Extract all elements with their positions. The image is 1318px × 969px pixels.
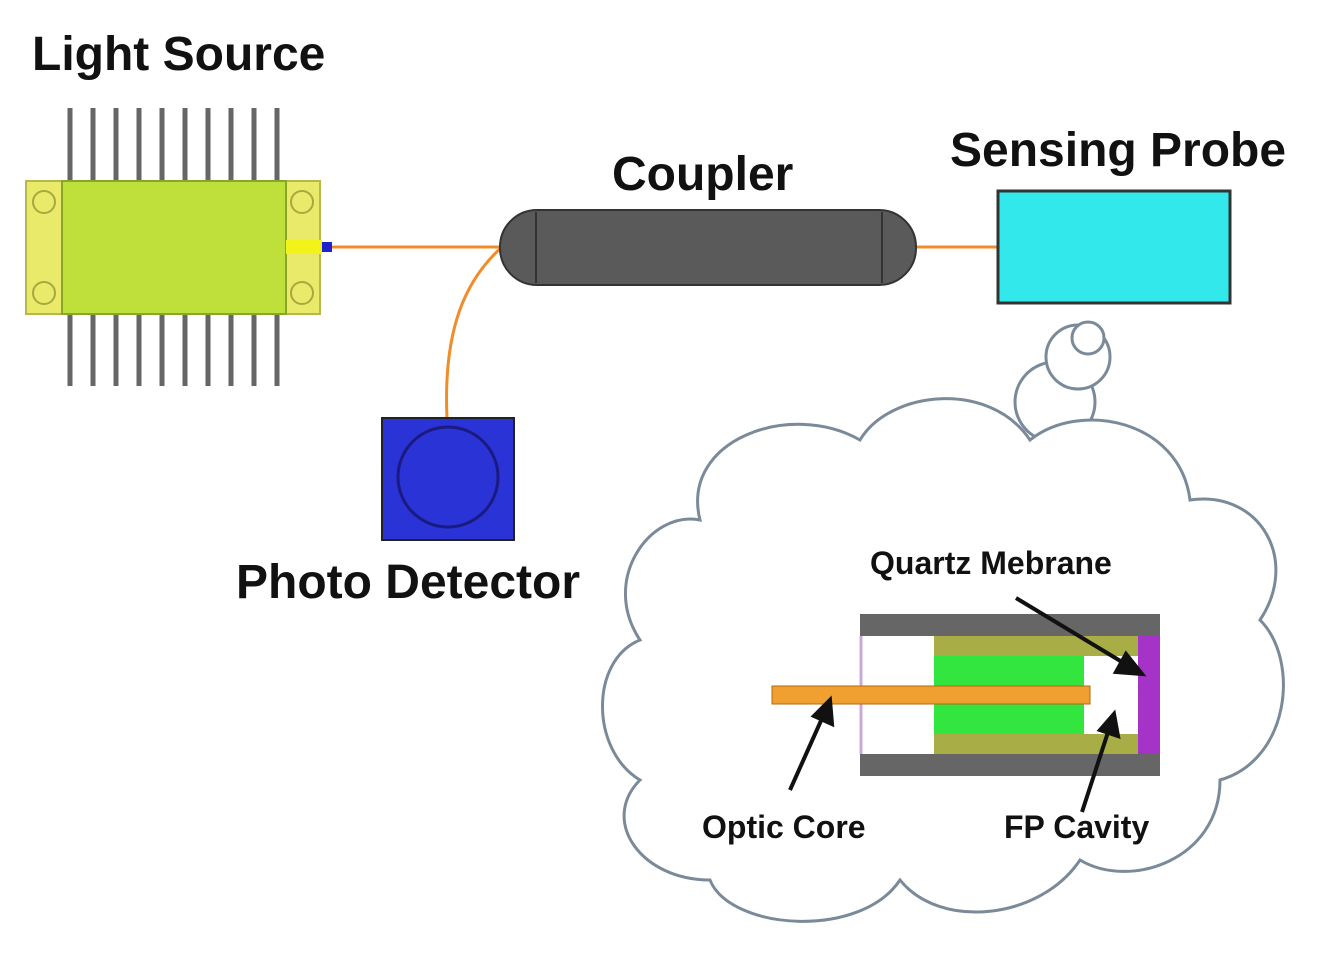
arrow-fp-cavity [1080, 725, 1112, 813]
sensor-cross-section [760, 598, 1168, 784]
photo-detector-body [381, 417, 515, 541]
green-fill-bottom [934, 704, 1084, 734]
mount-hole-icon [290, 190, 314, 214]
quartz-membrane [1138, 636, 1160, 754]
label-fp-cavity: FP Cavity [1004, 809, 1149, 845]
label-photo-detector: Photo Detector [236, 556, 580, 609]
label-light-source: Light Source [32, 28, 325, 81]
light-source-port [286, 240, 322, 254]
light-source-port-tip [322, 242, 332, 252]
fiber-coupler-to-detector [445, 245, 503, 419]
arrow-quartz-membrane [1014, 596, 1134, 670]
label-sensing-probe: Sensing Probe [950, 124, 1286, 177]
label-quartz-membrane: Quartz Mebrane [870, 545, 1112, 581]
light-source-pins-bottom [67, 314, 280, 386]
green-fill-top [934, 656, 1084, 686]
label-optic-core: Optic Core [702, 809, 866, 845]
mount-hole-icon [290, 281, 314, 305]
housing-top [860, 614, 1160, 636]
coupler-body [499, 209, 917, 286]
light-source-body [61, 180, 287, 315]
optic-core [771, 685, 1091, 705]
mount-hole-icon [32, 281, 56, 305]
mount-hole-icon [32, 190, 56, 214]
olive-layer-bottom [934, 734, 1138, 754]
annotation-arrows [788, 596, 1147, 813]
photo-detector-lens-icon [396, 425, 500, 529]
arrow-optic-core [788, 713, 826, 791]
light-source-pins-top [67, 108, 280, 182]
thought-bubble-small [1070, 320, 1106, 356]
photo-detector [381, 417, 515, 541]
sensing-probe [996, 189, 1232, 305]
light-source [25, 180, 332, 315]
light-source-flange-left [25, 180, 65, 315]
optical-fibers [332, 245, 998, 419]
label-coupler: Coupler [612, 148, 793, 201]
housing-bottom [860, 754, 1160, 776]
coupler [499, 209, 917, 286]
